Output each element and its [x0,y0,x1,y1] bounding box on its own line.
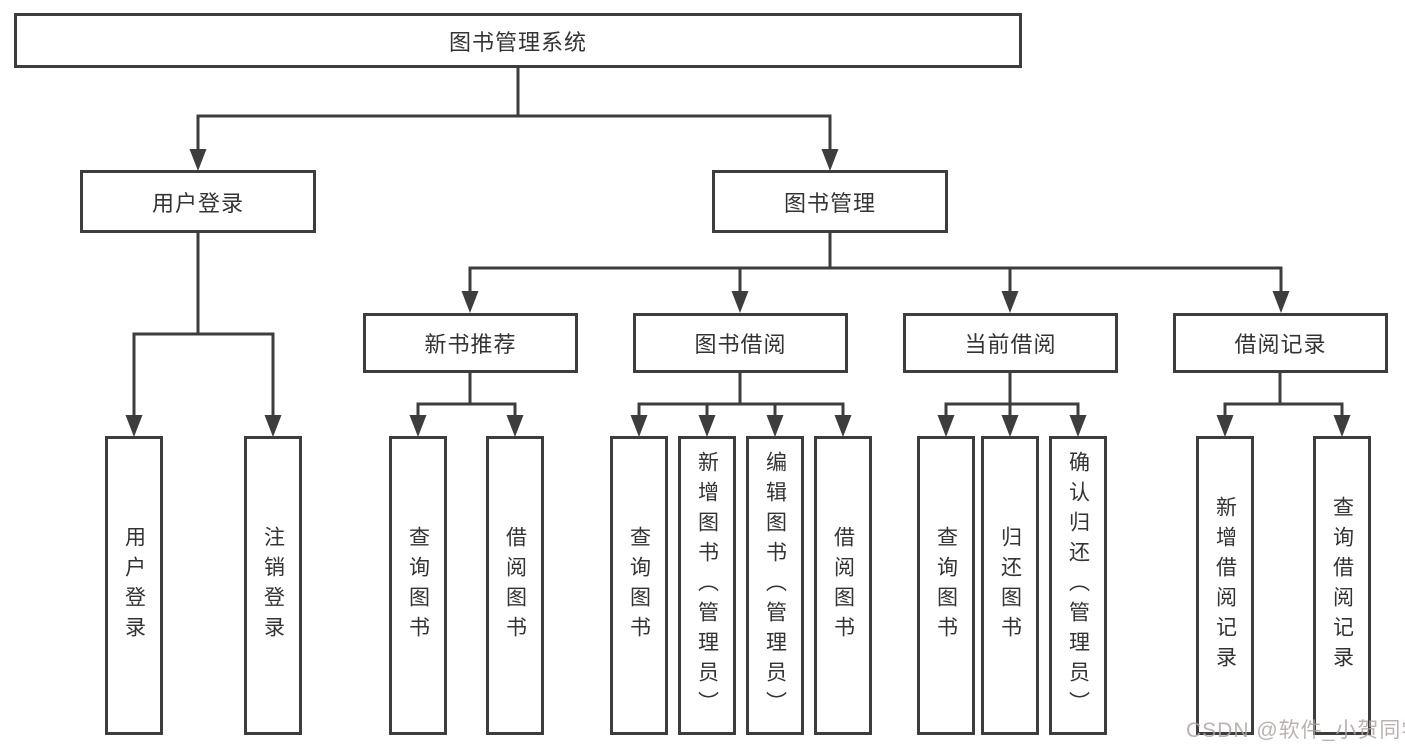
node-label: 用户登录 [122,525,146,646]
node-user-login: 用户登录 [80,170,316,233]
node-label: 归还图书 [998,525,1022,646]
node-new-book-recommend: 新书推荐 [363,313,578,373]
node-label: 查询图书 [934,525,958,646]
leaf-return-books: 归还图书 [981,436,1039,735]
node-label: 借阅记录 [1234,332,1327,357]
node-label: 图书借阅 [694,332,787,357]
csdn-watermark: CSDN @软件_小贺同学 [1186,719,1405,742]
connector-records-to-leaves [1216,373,1351,437]
connector-borrow-to-leaves [630,373,852,437]
node-label: 编辑图书（管理员） [763,450,787,721]
node-label: 新增图书（管理员） [695,450,719,721]
leaf-query-books: 查询图书 [610,436,668,735]
leaf-user-login: 用户登录 [105,436,163,735]
leaf-edit-books-admin: 编辑图书（管理员） [746,436,804,735]
node-label: 新增借阅记录 [1213,495,1237,676]
node-label: 借阅图书 [503,525,527,646]
connector-newbooks-to-leaves [409,373,524,437]
node-label: 用户登录 [151,190,244,216]
node-book-management: 图书管理 [712,170,948,233]
node-label: 图书管理系统 [448,29,587,55]
leaf-query-books: 查询图书 [917,436,975,735]
node-label: 查询图书 [406,525,430,646]
node-label: 查询借阅记录 [1330,495,1354,676]
leaf-logout: 注销登录 [244,436,302,735]
connector-login-to-leaves [125,233,282,437]
node-label: 借阅图书 [831,525,855,646]
node-label: 新书推荐 [424,332,517,357]
node-label: 查询图书 [627,525,651,646]
leaf-confirm-return-admin: 确认归还（管理员） [1049,436,1107,735]
node-label: 注销登录 [261,525,285,646]
node-borrowing-records: 借阅记录 [1173,313,1388,373]
leaf-borrow-books: 借阅图书 [486,436,544,735]
node-label: 确认归还（管理员） [1066,450,1090,721]
connector-mgmt-to-level3 [461,233,1290,313]
node-label: 当前借阅 [964,332,1057,357]
leaf-borrow-books: 借阅图书 [814,436,872,735]
connector-current-to-leaves [937,373,1087,437]
leaf-query-books: 查询图书 [389,436,447,735]
node-book-borrowing: 图书借阅 [633,313,848,373]
node-root-library-management-system: 图书管理系统 [14,13,1022,68]
connector-root-to-level2 [189,68,839,171]
node-label: 图书管理 [783,190,876,216]
leaf-add-borrow-record: 新增借阅记录 [1196,436,1254,735]
leaf-add-books-admin: 新增图书（管理员） [678,436,736,735]
leaf-query-borrow-record: 查询借阅记录 [1313,436,1371,735]
node-current-borrowing: 当前借阅 [903,313,1118,373]
